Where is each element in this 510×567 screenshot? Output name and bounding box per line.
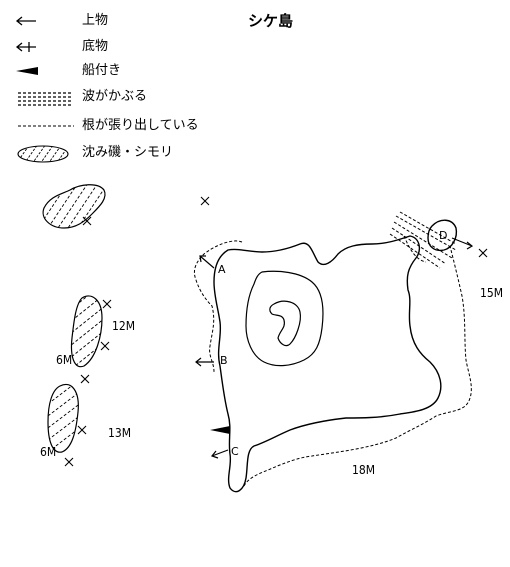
submerged-rock xyxy=(42,184,106,229)
top-catch-arrow-icon xyxy=(210,449,229,459)
arrow-left-cross-icon xyxy=(15,42,36,52)
reef-extension-outline xyxy=(403,235,427,263)
boat-landing-triangle-icon xyxy=(16,67,38,75)
reef-mark xyxy=(102,299,112,309)
submerged-rock xyxy=(47,383,79,453)
reef-mark xyxy=(478,248,488,258)
reef-mark xyxy=(200,196,210,206)
legend-label: 上物 xyxy=(82,13,109,28)
arrow-left-icon xyxy=(15,16,36,26)
legend-label: 底物 xyxy=(82,39,109,54)
contour-line xyxy=(245,270,324,367)
legend-label: 沈み磯・シモリ xyxy=(82,145,174,160)
reef-extension-outline xyxy=(243,245,472,487)
depth-label: 15M xyxy=(480,286,503,300)
top-catch-arrow-icon xyxy=(199,255,215,269)
hatched-ellipse-icon xyxy=(17,145,69,163)
legend-label: 根が張り出している xyxy=(82,118,199,133)
wave-area xyxy=(389,211,457,269)
depth-label: 13M xyxy=(108,426,131,440)
depth-label: 6M xyxy=(56,353,72,367)
island-outline xyxy=(213,235,442,493)
map-title: シケ島 xyxy=(248,12,294,30)
contour-line xyxy=(269,300,301,347)
boat-landing-triangle-icon xyxy=(210,426,230,434)
depth-label: 18M xyxy=(352,463,375,477)
depth-label: 12M xyxy=(112,319,135,333)
reef-mark xyxy=(82,216,92,226)
islet-d-outline xyxy=(427,219,458,252)
legend-label: 波がかぶる xyxy=(82,89,148,104)
reef-mark xyxy=(64,457,74,467)
top-catch-arrow-icon xyxy=(451,237,474,250)
reef-mark xyxy=(77,425,87,435)
point-label-b: B xyxy=(220,354,228,367)
depth-label: 6M xyxy=(40,445,56,459)
reef-extension-outline xyxy=(193,240,243,373)
reef-mark xyxy=(100,341,110,351)
point-label-d: D xyxy=(439,229,447,242)
point-label-c: C xyxy=(231,445,239,458)
dashed-line-icon xyxy=(18,125,74,127)
legend-label: 船付き xyxy=(82,63,122,78)
hatch-lines-icon xyxy=(18,92,72,106)
reef-mark xyxy=(80,374,90,384)
top-catch-arrow-icon xyxy=(195,357,214,367)
point-label-a: A xyxy=(218,263,226,276)
submerged-rock xyxy=(70,295,103,368)
